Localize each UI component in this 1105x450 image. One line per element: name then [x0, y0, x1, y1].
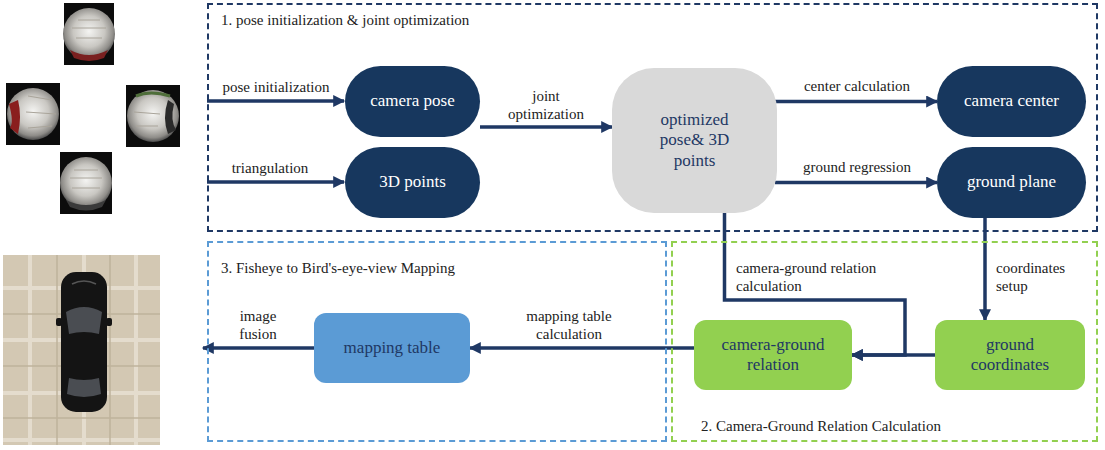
input-arrow — [207, 180, 344, 184]
fisheye-frame — [6, 83, 60, 145]
tile-grid — [3, 255, 160, 445]
arrow-label: pose initialization — [222, 78, 329, 96]
car-mirror — [56, 318, 62, 326]
flow-arrow — [983, 218, 987, 320]
node-label: ground coordinates — [960, 335, 1060, 376]
car-part — [9, 100, 20, 134]
stage-region: 1. pose initialization & joint optimizat… — [207, 3, 1098, 232]
fisheye-lens — [7, 88, 59, 140]
fisheye-frame — [60, 152, 112, 214]
ground-tiles — [3, 255, 160, 445]
process-box: ground coordinates — [935, 320, 1085, 390]
car-body — [61, 272, 107, 412]
car-mirror — [106, 318, 112, 326]
edge-label-holder: joint optimization — [496, 87, 596, 123]
edge-label-holder: center calculation — [782, 77, 932, 95]
arrow-label-holder: image fusion — [228, 307, 288, 343]
edge-label-holder: coordinates setup — [996, 259, 1091, 295]
edge-label-holder: mapping table calculation — [509, 307, 629, 343]
flow-arrow — [775, 100, 937, 104]
trees — [136, 93, 170, 96]
edge-label: joint optimization — [496, 87, 596, 123]
region-heading: 3. Fisheye to Bird's-eye-view Mapping — [221, 259, 455, 277]
edge-label: ground regression — [803, 158, 911, 176]
ground-lines — [134, 112, 160, 126]
edge-label: camera-ground relation calculation — [736, 259, 906, 295]
process-box: mapping table — [314, 313, 470, 383]
flow-arrow — [480, 125, 612, 129]
arrow-label: triangulation — [232, 159, 309, 177]
arrow-label-holder: triangulation — [205, 159, 335, 177]
edge-label: coordinates setup — [996, 259, 1091, 295]
node-label: 3D points — [379, 172, 446, 192]
edge-label: mapping table calculation — [509, 307, 629, 343]
car-windshield — [66, 307, 102, 334]
birds-eye-image — [3, 255, 160, 445]
fisheye-image — [6, 83, 60, 145]
fisheye-image — [63, 3, 115, 65]
flow-arrow — [852, 353, 935, 357]
node-label: camera center — [964, 91, 1059, 111]
fisheye-image — [60, 152, 112, 214]
arrow-label: image fusion — [228, 307, 288, 343]
node-label: ground plane — [967, 172, 1056, 192]
fisheye-image — [126, 85, 180, 147]
car-rear-window — [67, 378, 101, 397]
process-pill: 3D points — [345, 147, 480, 218]
car-part — [165, 100, 176, 134]
edge-label-holder: camera-ground relation calculation — [736, 259, 906, 295]
process-pill: camera pose — [345, 66, 480, 137]
input-arrow — [207, 99, 344, 103]
ground-lines — [72, 20, 106, 38]
process-pill: camera center — [937, 66, 1086, 137]
flow-arrow — [470, 346, 694, 350]
fisheye-lens — [63, 8, 115, 60]
arrow-label-holder: pose initialization — [221, 78, 331, 96]
edge-label-holder: ground regression — [782, 158, 932, 176]
node-label: camera pose — [370, 91, 454, 111]
region-heading: 2. Camera-Ground Relation Calculation — [701, 417, 941, 435]
process-pill: ground plane — [937, 147, 1086, 218]
ground-lines — [70, 170, 102, 188]
car-hood — [72, 281, 96, 284]
car-part — [66, 200, 106, 211]
fisheye-lens — [127, 90, 179, 142]
node-label: mapping table — [344, 338, 441, 358]
result-pill: optimized pose& 3D points — [612, 68, 777, 213]
output-arrow — [203, 346, 314, 350]
car-part — [70, 50, 108, 61]
fisheye-frame — [64, 3, 114, 65]
ground-lines — [26, 96, 56, 128]
fisheye-frame — [126, 85, 180, 147]
edge-label: center calculation — [804, 77, 910, 95]
region-heading: 1. pose initialization & joint optimizat… — [221, 11, 469, 29]
node-label: optimized pose& 3D points — [650, 110, 740, 171]
tile-grid — [3, 255, 160, 445]
node-label: camera-ground relation — [713, 335, 833, 376]
process-box: camera-ground relation — [694, 320, 852, 390]
flow-arrow — [775, 181, 937, 185]
